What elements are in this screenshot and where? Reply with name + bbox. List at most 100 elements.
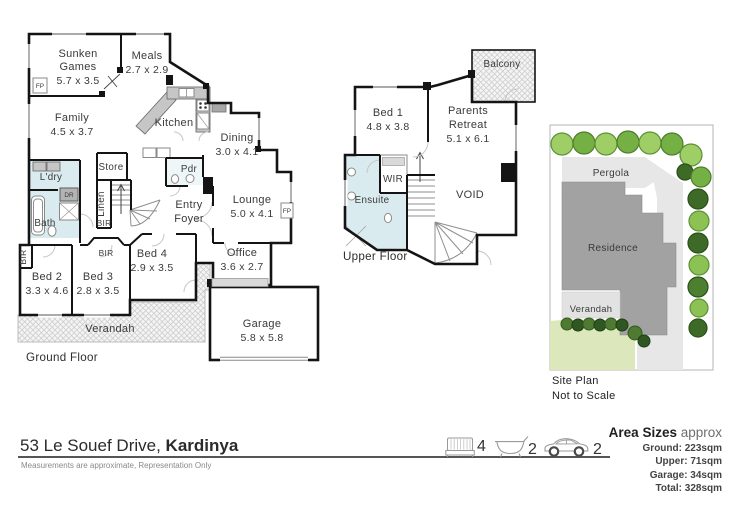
room-label-bed2: Bed 2 [32, 271, 62, 283]
site-plan-labels: Pergola Residence Verandah Site Plan Not… [552, 168, 638, 402]
door-arcs [366, 88, 519, 266]
room-label-bed3: Bed 3 [83, 271, 113, 283]
site-plan: Pergola Residence Verandah Site Plan Not… [549, 124, 714, 402]
room-label-parents-retreat: Parents [448, 105, 488, 117]
room-dims-family: 4.5 x 3.7 [51, 126, 94, 138]
room-label-ensuite: Ensuite [355, 195, 390, 206]
stair-arrow [117, 183, 125, 214]
windows [26, 31, 294, 318]
toilet [47, 225, 57, 237]
room-label-bath: Bath [34, 218, 55, 229]
site-label-pergola: Pergola [593, 168, 630, 179]
open-plan-marker [103, 73, 121, 90]
kitchen-counters [135, 86, 227, 158]
ground-floor-plan: FP FP Garage 5.8 x 5.8 Sunken Games 5.7 … [17, 31, 320, 364]
bath-icon [495, 436, 529, 458]
room-dims-parents-retreat: 5.1 x 6.1 [447, 133, 490, 145]
room-label-bir: BIR [99, 248, 114, 258]
room-label-entry: Entry [175, 199, 202, 211]
room-label-bir: BIR [18, 250, 28, 265]
stairs-upper [407, 151, 478, 264]
room-label-void: VOID [456, 189, 484, 201]
room-label-kitchen: Kitchen [155, 117, 194, 129]
area-sizes-block: Area Sizes approx Ground: 223sqm Upper: … [580, 425, 722, 496]
room-label-sunken-games: Sunken [58, 48, 97, 60]
upper-floor-labels: Balcony Bed 1 4.8 x 3.8 Parents Retreat … [343, 59, 520, 263]
bathtub [31, 195, 45, 236]
room-dims-bed3: 2.8 x 3.5 [77, 285, 120, 297]
room-label-linen: Linen [96, 191, 107, 216]
bath-count: 2 [528, 441, 537, 458]
room-label-meals: Meals [132, 50, 163, 62]
room-label-entry: Foyer [174, 213, 204, 225]
wall-posts [423, 70, 516, 182]
residence-footprint [561, 181, 677, 336]
address-suburb: Kardinya [165, 436, 239, 455]
fp-label: FP [283, 208, 291, 215]
room-label-lounge: Lounge [233, 194, 272, 206]
bushes [560, 317, 651, 348]
room-dims-garage: 5.8 x 5.8 [241, 332, 284, 344]
room-dims-lounge: 5.0 x 4.1 [231, 208, 274, 220]
bed-icon [445, 437, 475, 457]
room-label-garage: Garage [243, 318, 282, 330]
powder-room-fixtures [170, 174, 195, 184]
property-address: 53 Le Souef Drive, Kardinya [20, 436, 238, 456]
fridge [211, 102, 227, 113]
laundry-bath-fixtures [31, 161, 79, 237]
lawn [550, 319, 635, 370]
footer-divider-line [18, 456, 610, 458]
stair-arrow [416, 151, 424, 182]
room-label-pdr: Pdr [181, 164, 198, 175]
interior-walls [355, 87, 435, 250]
area-size-total: Total: 328sqm [655, 483, 723, 495]
area-sizes-title: Area Sizes approx [608, 425, 722, 440]
room-dims-dining: 3.0 x 4.1 [216, 146, 259, 158]
room-label-sunken-games: Games [60, 61, 97, 73]
site-caption-line1: Site Plan [552, 375, 599, 387]
area-size-upper: Upper: 71sqm [655, 456, 722, 468]
room-dims-bed4: 2.9 x 3.5 [131, 262, 174, 274]
address-street: 53 Le Souef Drive, [20, 436, 161, 455]
area-size-garage: Garage: 34sqm [649, 469, 722, 481]
room-dims-bed1: 4.8 x 3.8 [367, 121, 410, 133]
site-label-verandah: Verandah [570, 303, 613, 314]
interior-walls [20, 34, 291, 315]
room-dims-bed2: 3.3 x 4.6 [26, 285, 69, 297]
room-label-office: Office [227, 247, 257, 259]
wall-posts [99, 67, 261, 287]
room-dims-sunken-games: 5.7 x 3.5 [57, 75, 100, 87]
bed-count: 4 [477, 438, 486, 455]
room-label-bir: BIR [97, 218, 112, 228]
upper-floor-plan: Balcony Bed 1 4.8 x 3.8 Parents Retreat … [342, 49, 536, 266]
fireplace-lounge: FP [280, 202, 294, 219]
trees [550, 130, 712, 338]
fireplace-sunken: FP [32, 77, 48, 94]
ensuite-wet-area [345, 155, 407, 249]
room-label-dr: DR [64, 192, 74, 199]
floor-label-ground: Ground Floor [26, 351, 98, 364]
bench [156, 147, 171, 158]
room-label-verandah: Verandah [85, 323, 135, 335]
balcony-paving [471, 49, 536, 103]
garage: Garage 5.8 x 5.8 [208, 278, 320, 362]
exterior-walls [343, 73, 518, 266]
car-icon [544, 438, 589, 457]
room-label-balcony: Balcony [484, 59, 521, 70]
area-size-ground: Ground: 223sqm [642, 443, 722, 454]
room-label-dining: Dining [221, 132, 254, 144]
site-label-residence: Residence [588, 243, 638, 254]
room-label-store: Store [99, 162, 124, 173]
ground-floor-labels: Sunken Games 5.7 x 3.5 Meals 2.7 x 2.9 F… [18, 48, 273, 364]
floor-label-upper: Upper Floor [343, 250, 408, 263]
room-label-ldry: L'dry [40, 172, 62, 183]
windows [342, 84, 519, 206]
room-label-family: Family [55, 112, 89, 124]
room-dims-office: 3.6 x 2.7 [221, 261, 264, 273]
room-label-parents-retreat: Retreat [449, 119, 487, 131]
ensuite-fixtures [345, 167, 393, 247]
fp-label: FP [36, 83, 44, 90]
room-label-wir: WIR [383, 174, 403, 185]
stairs-ground [112, 183, 161, 227]
dryer-box [59, 187, 79, 202]
